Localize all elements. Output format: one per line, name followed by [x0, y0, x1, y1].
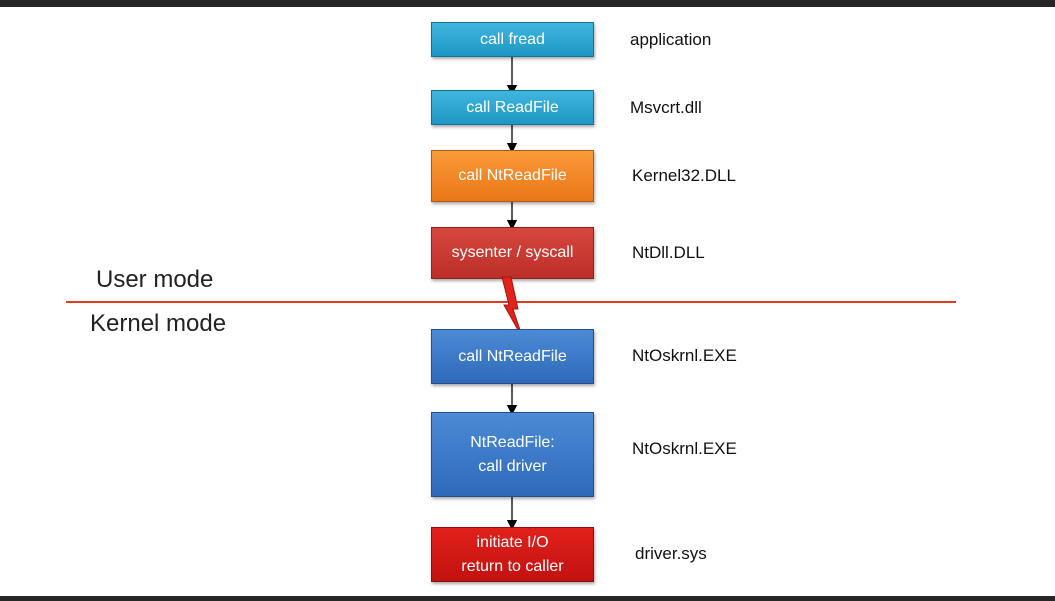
step-initiate-io: initiate I/O return to caller [431, 527, 594, 582]
step-call-ntreadfile-kernel: call NtReadFile [431, 329, 594, 384]
step-text: call NtReadFile [458, 167, 567, 184]
step-text: call fread [480, 30, 545, 48]
step-label-msvcrt: Msvcrt.dll [630, 98, 702, 117]
user-mode-label: User mode [96, 266, 214, 293]
step-text: call NtReadFile [458, 347, 567, 365]
step-call-readfile: call ReadFile [431, 90, 594, 125]
flow-arrows [506, 57, 518, 531]
lightning-bolt-icon [501, 276, 524, 340]
step-sysenter-syscall: sysenter / syscall [431, 227, 594, 279]
step-call-ntreadfile-user: call NtReadFile [431, 150, 594, 202]
step-label-kernel32: Kernel32.DLL [632, 166, 736, 185]
kernel-mode-label: Kernel mode [90, 310, 227, 337]
step-text-line2: return to caller [461, 557, 564, 575]
step-label-ntoskrnl-1: NtOskrnl.EXE [632, 346, 737, 365]
step-label-application: application [630, 30, 712, 49]
step-text-line2: call driver [478, 457, 547, 475]
step-text-line1: initiate I/O [476, 533, 549, 551]
step-label-ntdll: NtDll.DLL [632, 243, 705, 262]
step-label-ntoskrnl-2: NtOskrnl.EXE [632, 439, 737, 458]
slide: call fread application call ReadFile Msv… [0, 7, 1055, 596]
step-text-line1: NtReadFile: [470, 433, 555, 451]
step-text: call ReadFile [466, 98, 559, 116]
step-label-driver: driver.sys [635, 544, 707, 563]
step-ntreadfile-call-driver: NtReadFile: call driver [431, 412, 594, 497]
step-call-fread: call fread [431, 22, 594, 57]
step-text: sysenter / syscall [451, 244, 574, 261]
